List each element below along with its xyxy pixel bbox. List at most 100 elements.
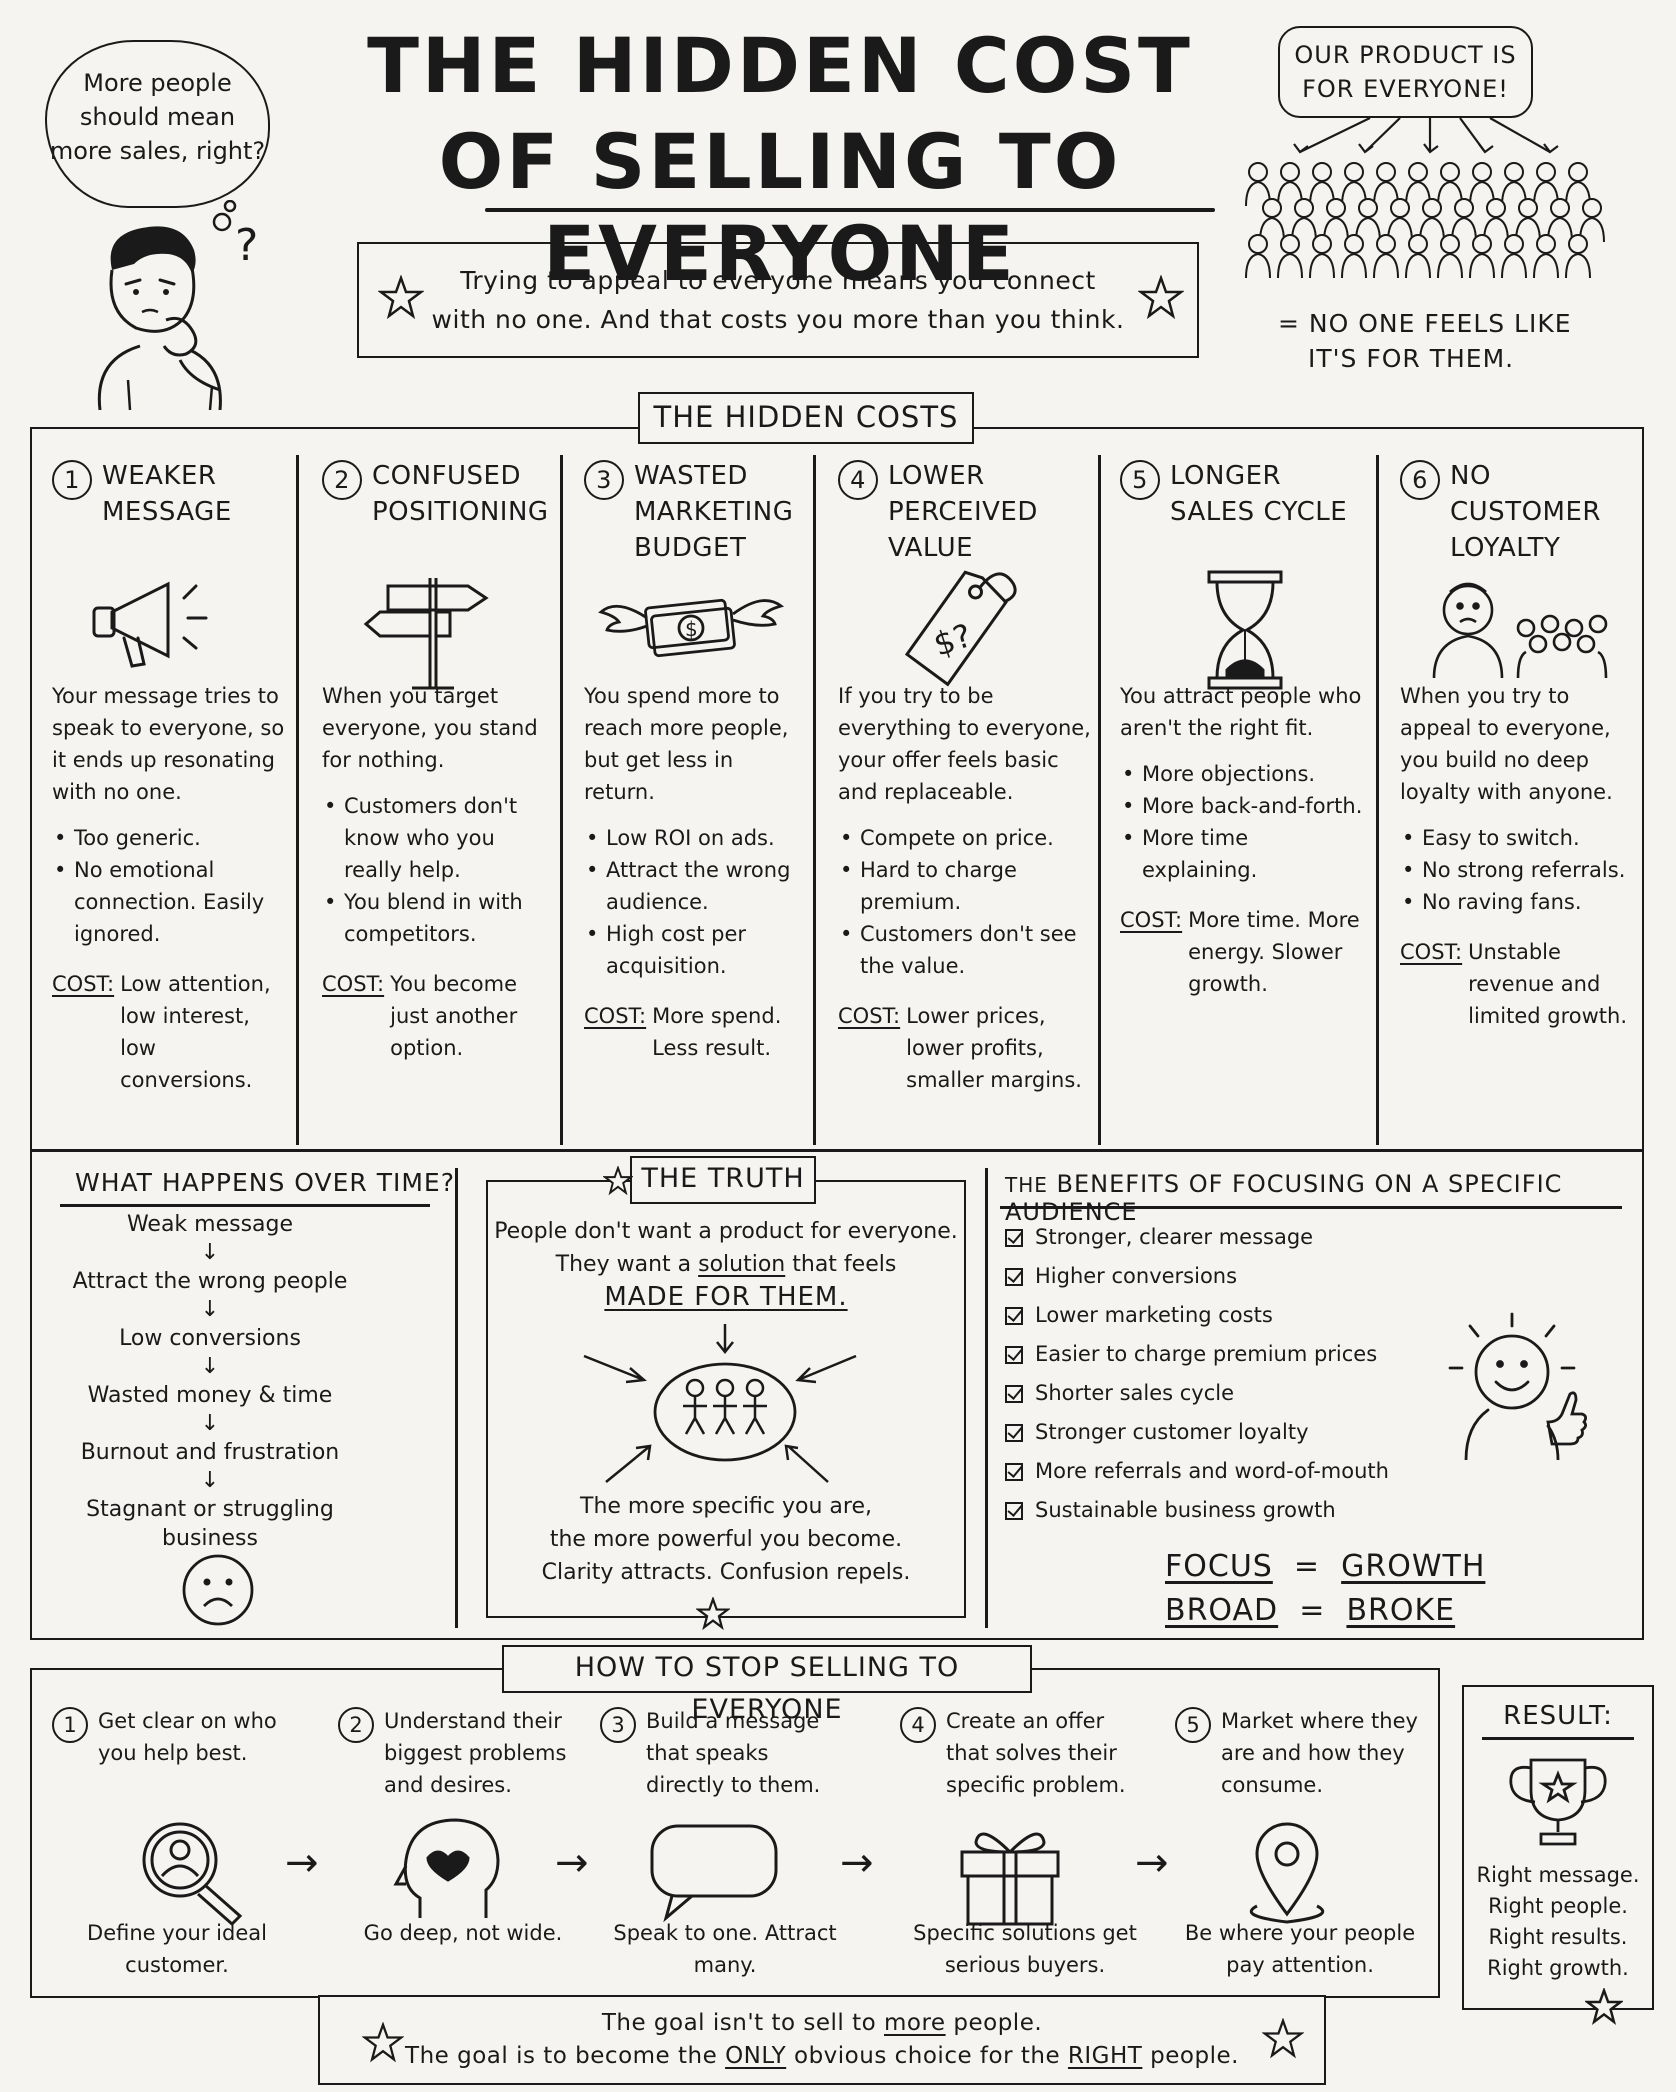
bullet-item: Attract the wrong audience.	[584, 854, 806, 918]
cost-label: COST:	[1120, 908, 1183, 932]
benefit-item: Easier to charge premium prices	[1005, 1335, 1389, 1374]
result-box: RESULT: Right message.Right people.Right…	[1462, 1685, 1654, 2010]
divider	[1098, 455, 1101, 1145]
bullet-item: Compete on price.	[838, 822, 1093, 854]
goal-right: RIGHT	[1067, 2043, 1143, 2069]
step-number-badge: 5	[1175, 1707, 1211, 1743]
cost-bullets: Customers don't know who you really help…	[322, 790, 554, 950]
cost-label: COST:	[1400, 940, 1463, 964]
eq-broad: BROAD	[1165, 1593, 1279, 1628]
step-number-badge: 3	[600, 1707, 636, 1743]
cost-label: COST:	[52, 972, 115, 996]
benefits-title-prefix: THE	[1005, 1173, 1048, 1197]
location-pin-icon	[1175, 1810, 1425, 1924]
goal-l1a: The goal isn't to sell to	[601, 2010, 884, 2036]
intro-line-1: Trying to appeal to everyone means you c…	[460, 266, 1096, 295]
over-time-title: WHAT HAPPENS OVER TIME?	[75, 1168, 455, 1197]
star-icon	[1585, 1988, 1623, 2026]
truth-title: THE TRUTH	[630, 1156, 816, 1204]
arrow-down-icon: ↓	[200, 1468, 220, 1493]
step-number-badge: 2	[322, 460, 362, 500]
speech-text: OUR PRODUCT IS FOR EVERYONE!	[1294, 41, 1517, 103]
checkbox-icon	[1005, 1501, 1023, 1520]
cost-label: COST:	[584, 1004, 647, 1028]
cost-description: If you try to be everything to everyone,…	[838, 684, 1091, 804]
head-heart-icon	[338, 1810, 588, 1920]
benefit-text: More referrals and word-of-mouth	[1035, 1459, 1389, 1483]
cost-label: COST:	[838, 1004, 901, 1028]
step-footer: Go deep, not wide.	[363, 1921, 563, 1945]
flow-step: Low conversions	[119, 1326, 301, 1351]
cost-bullets: Too generic.No emotional connection. Eas…	[52, 822, 292, 950]
cost-description: When you target everyone, you stand for …	[322, 684, 538, 772]
truth-top-text: People don't want a product for everyone…	[490, 1215, 962, 1314]
price-tag-icon: $?	[838, 558, 1093, 688]
truth-solution: solution	[698, 1252, 786, 1277]
title-line-2: OF SELLING TO EVERYONE	[438, 117, 1122, 298]
flow-step: Attract the wrong people	[72, 1269, 348, 1294]
how-to-stop-title: HOW TO STOP SELLING TO EVERYONE	[502, 1645, 1032, 1725]
benefit-text: Stronger customer loyalty	[1035, 1420, 1309, 1444]
arrow-down-icon: ↓	[200, 1240, 220, 1265]
star-icon	[603, 1166, 633, 1196]
checkbox-icon	[1005, 1228, 1023, 1247]
cost-bullets: Compete on price.Hard to charge premium.…	[838, 822, 1093, 982]
cost-summary: COST:More time. More energy. Slower grow…	[1120, 904, 1370, 1000]
truth-line-4: The more specific you are,	[580, 1494, 872, 1519]
result-line: Right message.	[1476, 1862, 1640, 1887]
title-rule	[60, 1204, 430, 1207]
result-line: Right results.	[1488, 1924, 1628, 1949]
cost-column-title: NO CUSTOMER LOYALTY	[1450, 461, 1601, 563]
benefit-item: Stronger, clearer message	[1005, 1218, 1389, 1257]
thought-cloud: More people should mean more sales, righ…	[45, 40, 270, 208]
result-line: Right people.	[1488, 1893, 1628, 1918]
bullet-item: You blend in with competitors.	[322, 886, 554, 950]
magnifier-person-icon	[52, 1810, 302, 1927]
equations: FOCUS = GROWTH BROAD = BROKE	[1165, 1545, 1485, 1633]
how-to-step-3: 3 Build a message that speaks directly to…	[600, 1705, 850, 1977]
magnifier-person-icon-graphic	[142, 1822, 243, 1927]
equation-focus-growth: FOCUS = GROWTH	[1165, 1545, 1485, 1589]
cost-column-title: CONFUSED POSITIONING	[372, 461, 549, 527]
thinking-man-icon: ?	[97, 200, 258, 410]
benefit-item: Stronger customer loyalty	[1005, 1413, 1389, 1452]
goal-l1c: people.	[945, 2010, 1043, 2036]
sad-person-crowd-icon-graphic	[1432, 582, 1608, 679]
signpost-icon	[322, 558, 554, 690]
step-number-badge: 3	[584, 460, 624, 500]
step-number-badge: 1	[52, 460, 92, 500]
benefit-item: Shorter sales cycle	[1005, 1374, 1389, 1413]
divider	[985, 1168, 988, 1628]
location-pin-icon-graphic	[1249, 1822, 1325, 1924]
goal-more: more	[884, 2010, 946, 2036]
svg-text:?: ?	[235, 220, 258, 271]
benefit-text: Shorter sales cycle	[1035, 1381, 1235, 1405]
benefit-item: Lower marketing costs	[1005, 1296, 1389, 1335]
checkbox-icon	[1005, 1462, 1023, 1481]
eq-growth: GROWTH	[1341, 1549, 1486, 1584]
eq-sign: =	[1293, 1549, 1321, 1584]
arrow-right-icon: →	[840, 1840, 874, 1886]
flow-step: Weak message	[126, 1212, 294, 1237]
price-tag-icon-graphic: $?	[904, 570, 1017, 687]
cost-bullets: Easy to switch.No strong referrals.No ra…	[1400, 822, 1632, 918]
gift-icon	[900, 1810, 1150, 1926]
equation-broad-broke: BROAD = BROKE	[1165, 1589, 1485, 1633]
step-text: Build a message that speaks directly to …	[646, 1709, 821, 1797]
cost-description: When you try to appeal to everyone, you …	[1400, 684, 1613, 804]
cost-bullets: More objections.More back-and-forth.More…	[1120, 758, 1370, 886]
checkbox-icon	[1005, 1423, 1023, 1442]
goal-only: ONLY	[725, 2043, 787, 2069]
step-number-badge: 6	[1400, 460, 1440, 500]
hourglass-icon	[1120, 558, 1370, 690]
truth-line-2a: They want a	[555, 1252, 699, 1277]
bullet-item: Hard to charge premium.	[838, 854, 1093, 918]
